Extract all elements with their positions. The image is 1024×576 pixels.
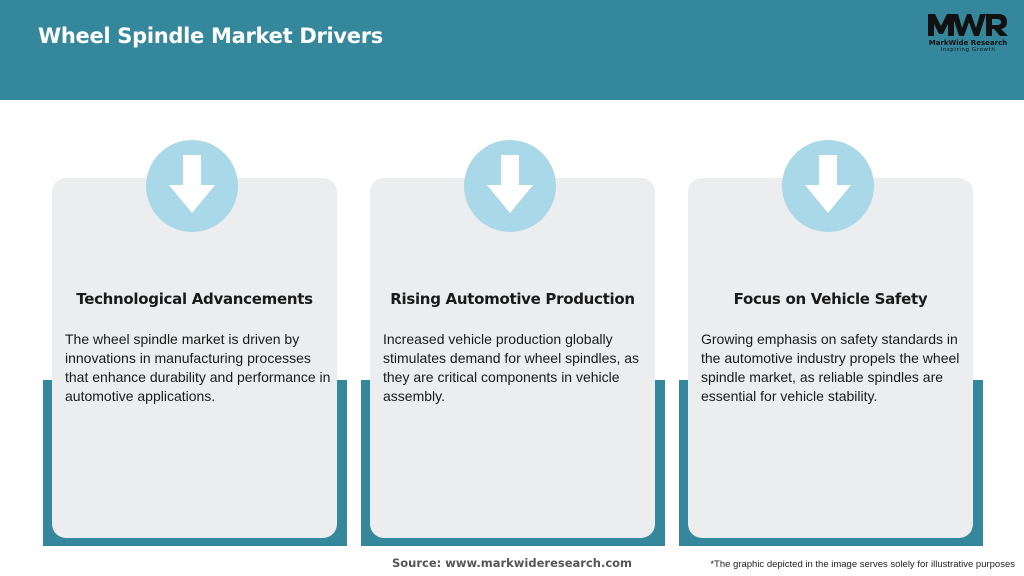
down-arrow-icon xyxy=(146,140,238,232)
card-title: Focus on Vehicle Safety xyxy=(733,290,928,308)
card-panel: Focus on Vehicle Safety Growing emphasis… xyxy=(688,178,973,538)
source-credit: Source: www.markwideresearch.com xyxy=(391,556,633,570)
down-arrow-icon xyxy=(464,140,556,232)
card-description: Increased vehicle production globally st… xyxy=(383,331,640,404)
page-title: Wheel Spindle Market Drivers xyxy=(38,24,383,48)
driver-card-production: Rising Automotive Production Increased v… xyxy=(361,140,675,548)
markwide-logo: MarkWide Research Inspiring Growth xyxy=(918,10,1018,60)
illustrative-disclaimer: *The graphic depicted in the image serve… xyxy=(710,559,1015,570)
header-banner: Wheel Spindle Market Drivers MarkWide Re… xyxy=(0,0,1024,100)
card-title: Technological Advancements xyxy=(76,290,313,308)
card-panel: Rising Automotive Production Increased v… xyxy=(370,178,655,538)
card-title: Rising Automotive Production xyxy=(390,290,635,308)
logo-company-name: MarkWide Research xyxy=(928,39,1008,47)
card-description: The wheel spindle market is driven by in… xyxy=(65,331,331,404)
down-arrow-icon xyxy=(782,140,874,232)
driver-card-technological: Technological Advancements The wheel spi… xyxy=(43,140,357,548)
driver-card-safety: Focus on Vehicle Safety Growing emphasis… xyxy=(679,140,993,548)
card-panel: Technological Advancements The wheel spi… xyxy=(52,178,337,538)
logo-tagline: Inspiring Growth xyxy=(940,47,996,53)
mwr-logo-icon xyxy=(928,14,1008,36)
card-description: Growing emphasis on safety standards in … xyxy=(701,331,960,404)
